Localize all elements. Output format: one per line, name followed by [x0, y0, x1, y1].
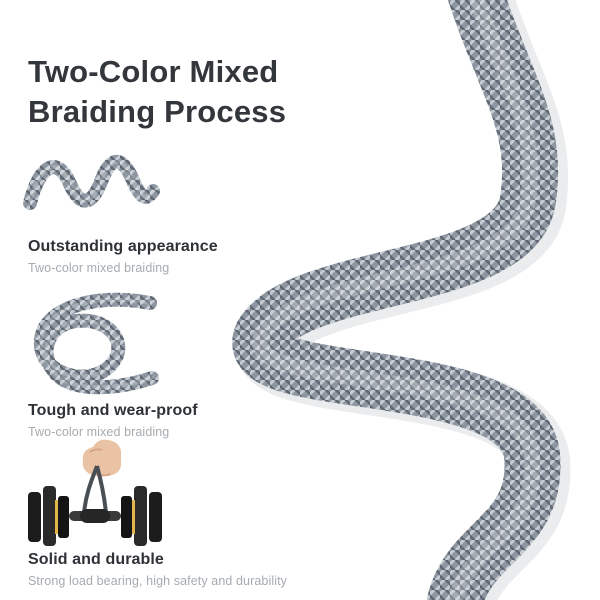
feature-block-wear-proof: Tough and wear-proof Two-color mixed bra…	[28, 402, 328, 439]
knotted-cable-icon	[34, 292, 159, 395]
wavy-cable-icon	[23, 154, 160, 210]
feature-heading-tough-wear-proof: Tough and wear-proof	[28, 402, 198, 419]
feature-block-durable: Solid and durable Strong load bearing, h…	[28, 551, 328, 588]
cable-strap	[82, 465, 108, 514]
feature-subtext-outstanding-appearance: Two-color mixed braiding	[28, 261, 170, 275]
feature-block-appearance: Outstanding appearance Two-color mixed b…	[28, 238, 328, 275]
page-title-line1: Two-Color Mixed	[28, 54, 279, 89]
hand-icon	[82, 439, 121, 477]
dumbbell-weights	[28, 486, 162, 546]
cable-highlight	[252, 0, 541, 600]
page-title: Two-Color Mixed Braiding Process	[28, 52, 286, 132]
feature-heading-solid-durable: Solid and durable	[28, 551, 164, 568]
dumbbell-icon	[28, 439, 162, 546]
cable-body	[232, 0, 561, 600]
braided-cable-photo	[232, 0, 571, 600]
page-title-line2: Braiding Process	[28, 94, 287, 129]
feature-heading-outstanding-appearance: Outstanding appearance	[28, 238, 218, 255]
feature-subtext-solid-durable: Strong load bearing, high safety and dur…	[28, 574, 288, 588]
feature-subtext-tough-wear-proof: Two-color mixed braiding	[28, 425, 170, 439]
